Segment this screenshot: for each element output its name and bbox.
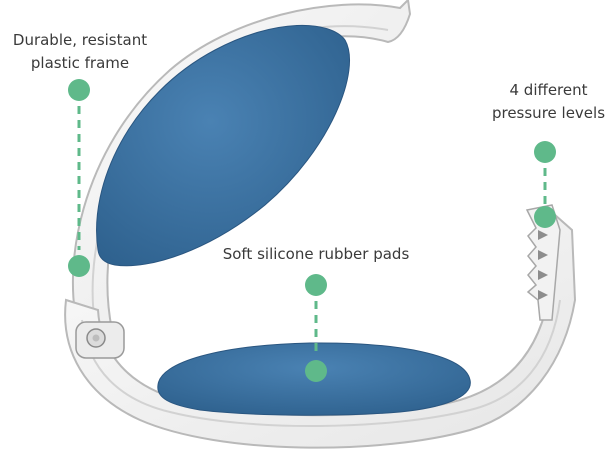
frame-callout-label: Durable, resistant plastic frame: [0, 29, 160, 75]
pads-callout-label: Soft silicone rubber pads: [196, 243, 436, 266]
ratchet-teeth-icon: [525, 204, 561, 321]
pads-callout-text: Soft silicone rubber pads: [222, 245, 410, 263]
callout-pressure-marker: [534, 141, 556, 228]
frame-callout-line1: Durable, resistant: [12, 31, 148, 49]
callout-frame-marker: [68, 79, 90, 277]
frame-callout-line2: plastic frame: [30, 54, 130, 72]
upper-silicone-pad: [96, 24, 350, 267]
hinge-pivot-icon: [75, 321, 125, 359]
pressure-callout-line2: pressure levels: [491, 104, 606, 122]
pressure-callout-line1: 4 different: [509, 81, 588, 99]
pressure-callout-label: 4 different pressure levels: [486, 79, 611, 125]
callout-pads-marker: [305, 274, 327, 382]
